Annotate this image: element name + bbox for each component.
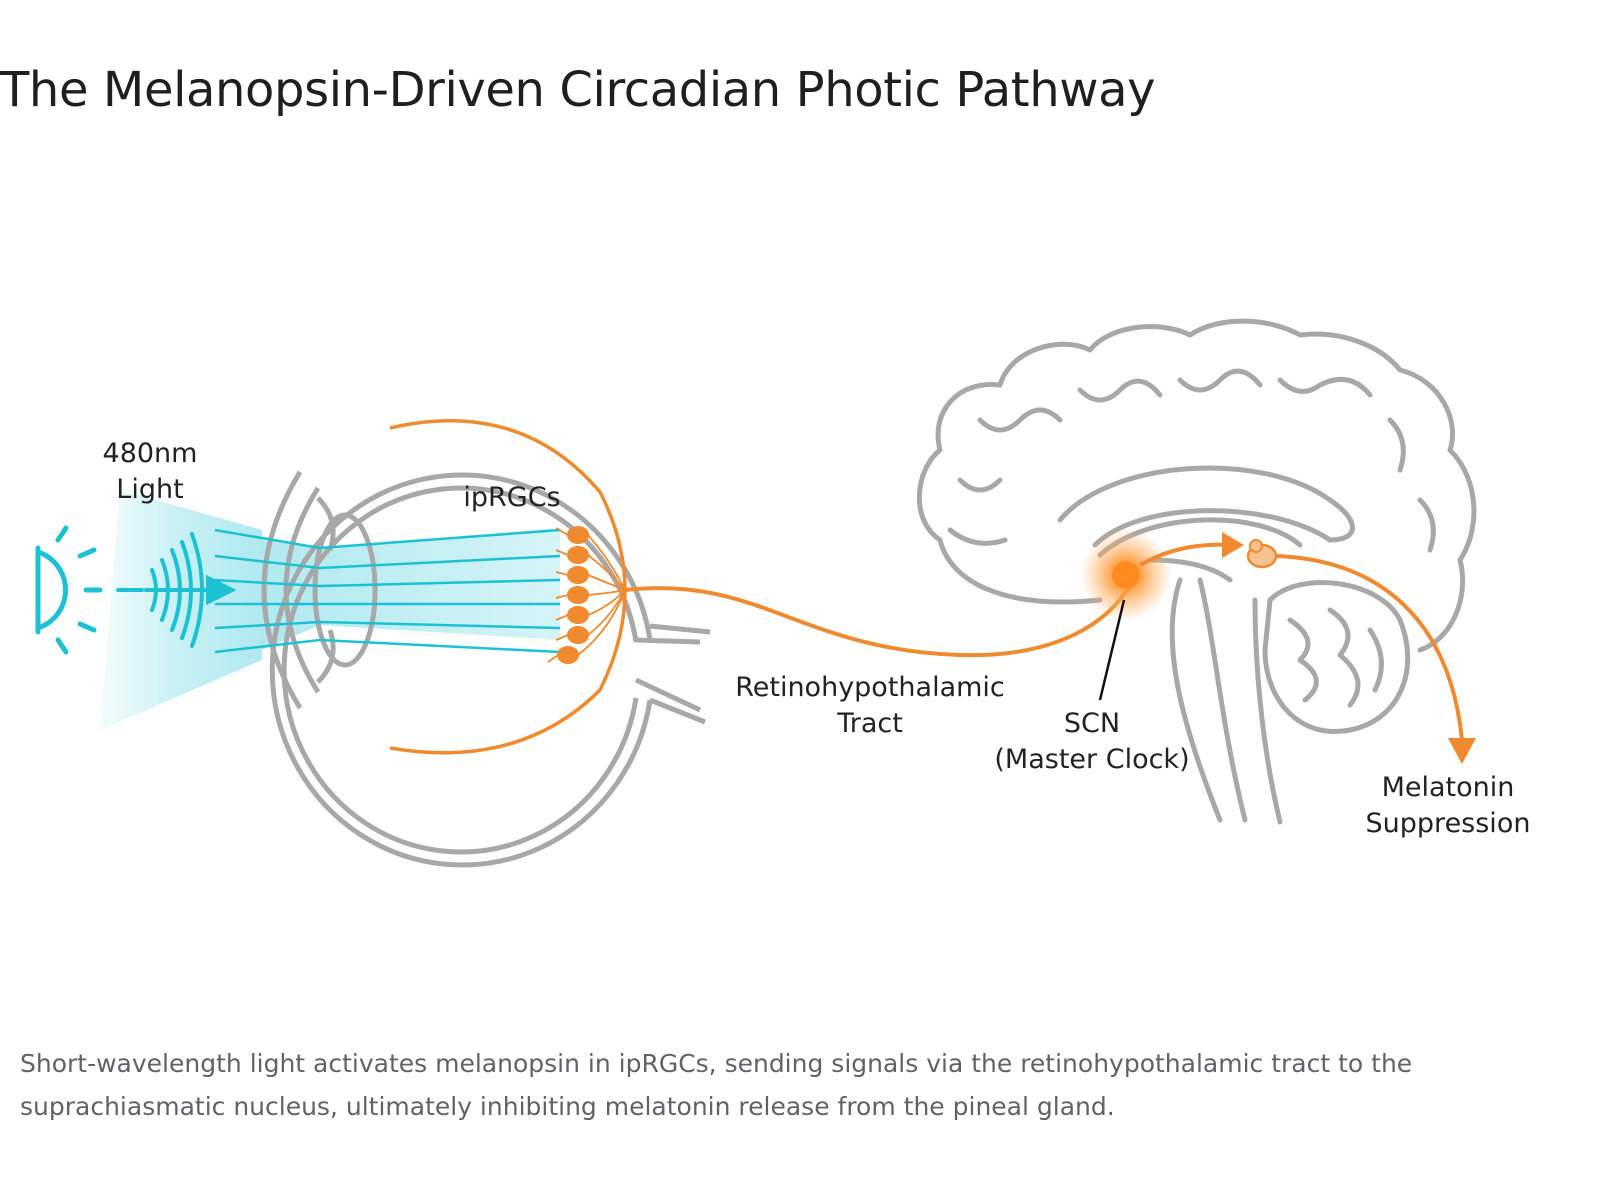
tract-label-line1: Retinohypothalamic: [735, 672, 1005, 703]
melatonin-pathway: [1275, 554, 1464, 741]
figure-caption: Short-wavelength light activates melanop…: [20, 1049, 1413, 1121]
scn-label-line1: SCN: [1064, 708, 1120, 739]
melatonin-label-line1: Melatonin: [1382, 772, 1515, 803]
eye-illustration: [261, 470, 711, 868]
scn-pointer: [1098, 599, 1126, 701]
iprgc-cells: [547, 526, 626, 664]
pathway-diagram: 480nm Light ipRGCs Retinohypothalamic Tr…: [35, 318, 1531, 868]
melatonin-label-line2: Suppression: [1366, 808, 1531, 839]
scn-nucleus: [1112, 561, 1140, 589]
light-wave-icon: [116, 532, 237, 648]
page-title: The Melanopsin-Driven Circadian Photic P…: [0, 62, 1156, 118]
scn-arrowhead: [1222, 532, 1244, 558]
light-bulb-icon: [35, 525, 103, 655]
light-label-line2: Light: [116, 474, 183, 505]
retinohypothalamic-tract: [624, 584, 1132, 658]
iprgcs-label: ipRGCs: [463, 482, 560, 513]
pineal-gland: [1246, 539, 1278, 569]
light-label-line1: 480nm: [103, 438, 198, 469]
light-beam: [100, 490, 262, 730]
light-rays: [214, 528, 561, 654]
tract-label-line2: Tract: [836, 708, 903, 739]
melatonin-arrowhead: [1448, 738, 1476, 764]
scn-label-line2: (Master Clock): [994, 744, 1189, 775]
